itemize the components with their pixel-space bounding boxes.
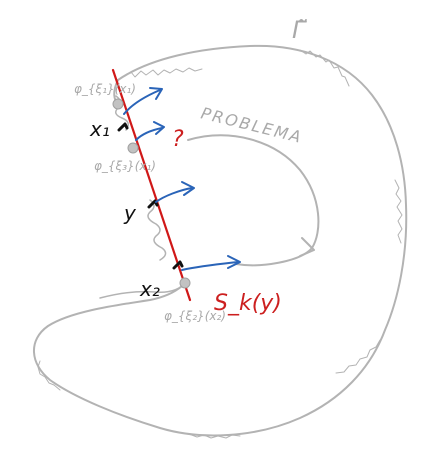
vector-x2 bbox=[181, 261, 239, 271]
vector-x1-head bbox=[153, 121, 165, 135]
y-marker bbox=[147, 199, 159, 209]
x2-label: x₂ bbox=[139, 277, 160, 301]
vector-phi-top-head bbox=[149, 87, 163, 100]
vector-x1 bbox=[135, 127, 163, 141]
vector-y-head bbox=[181, 181, 195, 196]
sk-label: S_k(y) bbox=[214, 291, 282, 316]
phi-middle-label: φ_{ξ₃}(x₁) bbox=[94, 159, 156, 173]
question-mark: ? bbox=[172, 127, 184, 152]
vector-phi-top bbox=[123, 89, 161, 115]
vector-x2-head bbox=[227, 255, 241, 269]
region-outline bbox=[33, 44, 408, 437]
x1-marker bbox=[117, 122, 129, 132]
phi-point-middle bbox=[127, 142, 139, 154]
x2-marker bbox=[172, 260, 184, 270]
region-outline-texture bbox=[37, 49, 403, 439]
vector-y bbox=[155, 187, 193, 203]
y-label: y bbox=[123, 201, 137, 225]
x1-label: x₁ bbox=[89, 117, 110, 141]
problema-arc bbox=[187, 134, 320, 267]
gamma-tilde-label: Γ̃ bbox=[292, 16, 307, 44]
phi-point-top bbox=[112, 98, 124, 110]
phi-point-bottom bbox=[179, 277, 191, 289]
section-line bbox=[111, 68, 192, 302]
phi-top-label: φ_{ξ₁}(x₁) bbox=[74, 82, 136, 96]
fiber-curve-middle bbox=[147, 199, 167, 261]
fiber-curve-lower bbox=[99, 281, 188, 299]
problema-arc-arrowhead bbox=[299, 237, 315, 257]
phi-bottom-label: φ_{ξ₂}(x₂) bbox=[164, 309, 226, 323]
